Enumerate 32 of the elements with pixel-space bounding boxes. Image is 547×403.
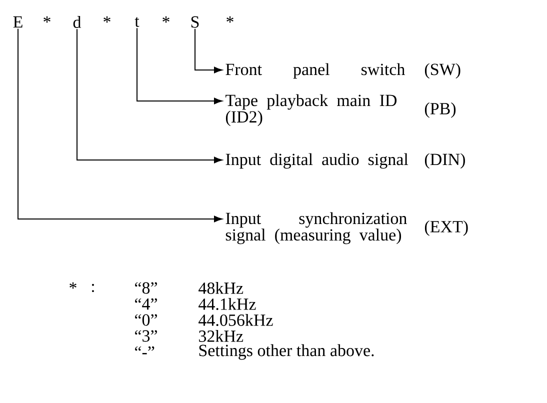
frequency-text: 48kHz [198, 282, 244, 294]
code-abbreviation: (PB) [424, 102, 456, 118]
leader-arrow [76, 28, 222, 164]
code-letter: S [191, 16, 199, 28]
asterisk: * [44, 16, 50, 23]
colon: : [92, 284, 94, 292]
asterisk: * [104, 16, 110, 23]
description-text: Input synchronization signal (measuring value) [226, 212, 407, 244]
code-abbreviation: (DIN) [424, 153, 465, 169]
asterisk: * [162, 16, 170, 23]
code-value: “8” [135, 282, 157, 294]
code-abbreviation: (SW) [424, 63, 460, 79]
asterisk: * [226, 16, 234, 23]
leader-arrow [194, 28, 222, 74]
description-text: Tape playback main ID (ID2) [226, 94, 397, 126]
code-letter: E [13, 16, 22, 28]
asterisk: * [70, 282, 76, 289]
code-value: “-” [135, 346, 154, 354]
frequency-text: Settings other than above. [199, 344, 374, 360]
code-abbreviation: (EXT) [424, 220, 468, 236]
description-text: Input digital audio signal [226, 153, 408, 169]
code-value: “3” [135, 330, 157, 342]
leader-arrow [18, 28, 222, 222]
frequency-text: 32kHz [199, 330, 244, 342]
frequency-text: 44.1kHz [198, 298, 256, 310]
code-value: “4” [135, 298, 157, 310]
frequency-text: 44.056kHz [198, 314, 273, 326]
code-letter: d [73, 16, 82, 28]
code-letter: t [134, 17, 140, 27]
code-value: “0” [135, 314, 157, 326]
leader-arrow [136, 28, 222, 104]
description-text: Front panel switch [226, 63, 405, 79]
